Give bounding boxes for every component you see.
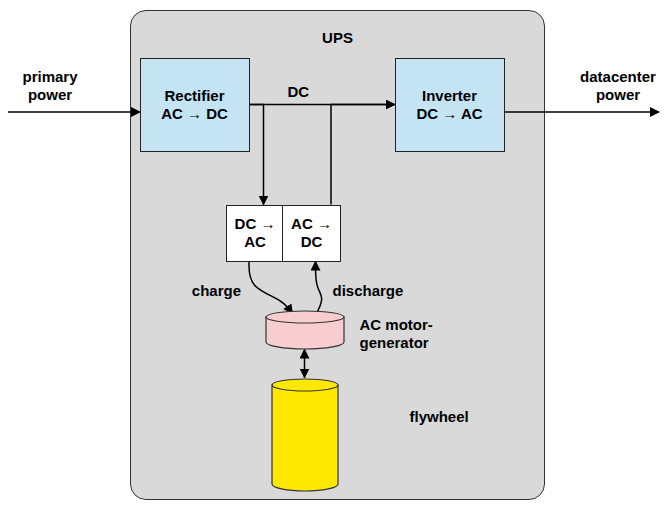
part-label: AC motor-generator — [360, 316, 455, 352]
input-power-arrow — [8, 111, 140, 113]
flow-label: discharge — [333, 282, 404, 300]
power-connector — [331, 105, 395, 205]
box-label: Rectifier — [164, 87, 224, 105]
conversion-label: DC → AC — [416, 105, 482, 123]
box-label: Inverter — [422, 87, 477, 105]
power-connector — [304, 350, 306, 378]
power-label: datacenter power — [574, 68, 662, 104]
flywheel-cylinder: flywheel — [271, 378, 339, 492]
motor-generator: AC motor-generator — [265, 310, 345, 350]
flow-label: DC — [288, 83, 310, 101]
conversion-label: AC → DC — [161, 105, 228, 123]
cylinder-top — [272, 379, 338, 391]
cylinder-body — [272, 385, 338, 491]
energy-flow-arrow — [249, 262, 293, 314]
rectifier-box: RectifierAC → DC — [140, 58, 250, 152]
cylinder-outline — [271, 378, 339, 492]
ups-housing: RectifierAC → DCInverterDC → ACDC → ACAC… — [130, 10, 545, 500]
cylinder-outline — [265, 310, 345, 350]
connector-group — [249, 105, 395, 378]
housing-title: UPS — [131, 29, 544, 47]
flow-label: charge — [192, 282, 241, 300]
inverter-box: InverterDC → AC — [395, 58, 505, 152]
converter-box: AC → DC — [282, 205, 341, 262]
box-label: AC → DC — [287, 215, 336, 251]
part-label: flywheel — [410, 408, 490, 426]
output-power-arrow — [505, 111, 659, 113]
energy-flow-arrow — [316, 262, 322, 314]
converter-box: DC → AC — [226, 205, 284, 262]
box-label: DC → AC — [231, 215, 279, 251]
power-connector — [250, 105, 264, 205]
cylinder-top — [266, 311, 344, 323]
power-label: primary power — [14, 68, 86, 104]
